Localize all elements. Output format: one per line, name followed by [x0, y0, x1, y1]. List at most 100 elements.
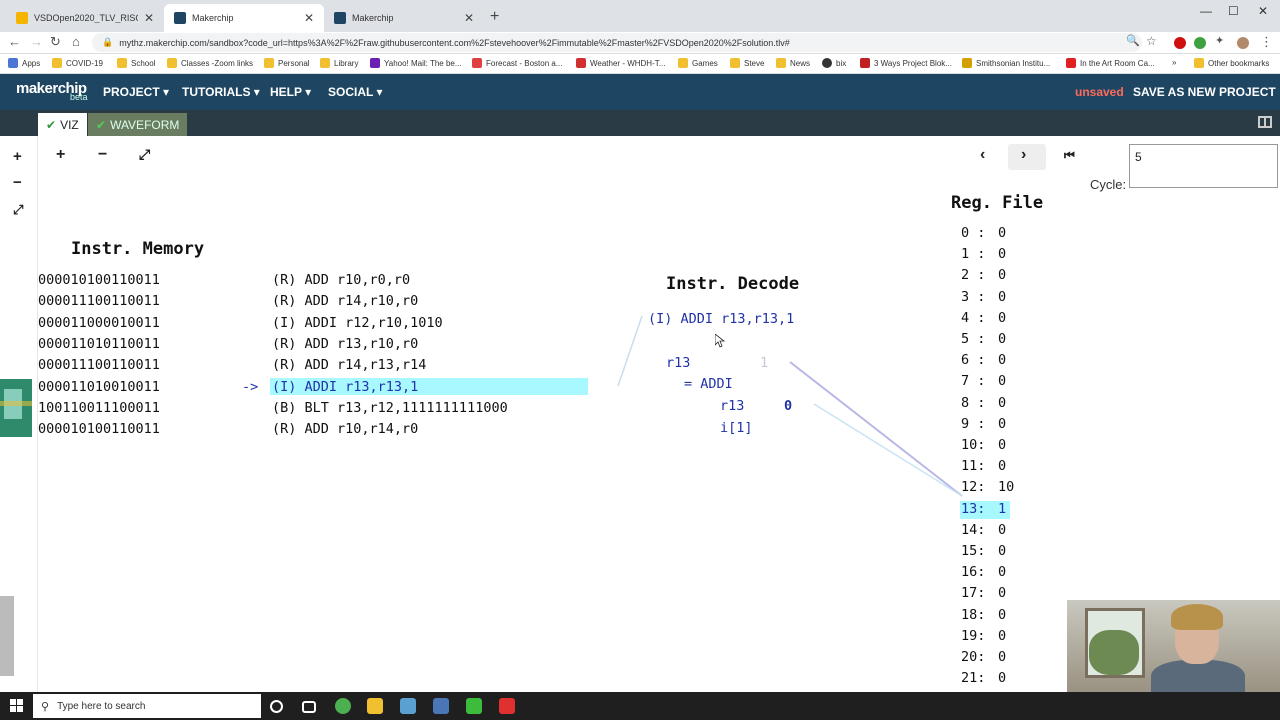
- minimap[interactable]: [0, 379, 32, 437]
- bookmark-item[interactable]: Apps: [8, 58, 40, 68]
- register-value: 10: [998, 479, 1015, 496]
- decode-wires: [617, 315, 963, 497]
- browser-tab-0[interactable]: VSDOpen2020_TLV_RISC-V_Tuto ✕: [6, 4, 164, 32]
- extension-icon[interactable]: [1194, 37, 1206, 49]
- extension-icon[interactable]: [1174, 37, 1186, 49]
- bookmark-item[interactable]: bix: [822, 58, 846, 68]
- folder-icon: [730, 58, 740, 68]
- side-panel-handle[interactable]: [0, 596, 14, 676]
- register-index: 20:: [961, 649, 986, 665]
- kebab-menu-icon[interactable]: ⋮: [1260, 34, 1273, 49]
- bookmark-item[interactable]: 3 Ways Project Blok...: [860, 58, 952, 68]
- bookmark-item[interactable]: Yahoo! Mail: The be...: [370, 58, 462, 68]
- menu-help[interactable]: HELP ▾: [270, 85, 312, 99]
- folder-icon: [678, 58, 688, 68]
- search-icon: ⚲: [41, 700, 50, 713]
- zoom-in-icon[interactable]: +: [13, 148, 22, 165]
- back-icon[interactable]: ←: [8, 34, 21, 49]
- register-value: 0: [998, 288, 1007, 305]
- register-value: 0: [998, 225, 1007, 241]
- close-icon[interactable]: ✕: [463, 11, 474, 25]
- makerchip-logo[interactable]: makerchip: [16, 80, 87, 97]
- forward-icon[interactable]: →: [30, 34, 43, 49]
- bookmark-item[interactable]: News: [776, 58, 810, 68]
- bookmark-item[interactable]: COVID-19: [52, 58, 103, 68]
- home-icon[interactable]: ⌂: [72, 34, 80, 49]
- bookmark-item[interactable]: Weather - WHDH-T...: [576, 58, 665, 68]
- save-as-new-project-button[interactable]: SAVE AS NEW PROJECT: [1133, 85, 1276, 99]
- tab-waveform[interactable]: ✔WAVEFORM: [88, 113, 188, 136]
- register-index: 10:: [961, 437, 986, 453]
- close-icon[interactable]: ✕: [143, 11, 154, 25]
- url-input[interactable]: 🔒 mythz.makerchip.com/sandbox?code_url=h…: [92, 33, 1142, 52]
- register-index: 12:: [961, 479, 986, 496]
- decode-dest-value: 1: [760, 355, 769, 371]
- menu-project[interactable]: PROJECT ▾: [103, 85, 170, 99]
- browser-tab-1[interactable]: Makerchip ✕: [164, 4, 324, 32]
- cortana-icon[interactable]: [270, 700, 283, 713]
- tab-viz[interactable]: ✔VIZ: [38, 113, 87, 136]
- browser-tab-bar: VSDOpen2020_TLV_RISC-V_Tuto ✕ Makerchip …: [0, 0, 1280, 32]
- url-text: mythz.makerchip.com/sandbox?code_url=htt…: [119, 37, 790, 48]
- bookmark-item[interactable]: Smithsonian Institu...: [962, 58, 1050, 68]
- zoom-in-button[interactable]: +: [56, 146, 66, 163]
- profile-avatar[interactable]: [1237, 37, 1249, 49]
- more-bookmarks-icon[interactable]: »: [1172, 58, 1177, 67]
- skip-start-icon[interactable]: ⏮: [1064, 148, 1075, 162]
- register-index: 3 :: [961, 288, 986, 305]
- smithsonian-icon: [962, 58, 972, 68]
- bookmark-item[interactable]: Games: [678, 58, 718, 68]
- task-view-icon[interactable]: [302, 701, 316, 713]
- browser-tab-2[interactable]: Makerchip ✕: [324, 4, 484, 32]
- imem-bits: 000010100110011: [38, 421, 160, 438]
- new-tab-icon[interactable]: +: [490, 8, 500, 25]
- makerchip-icon: [334, 12, 346, 24]
- fit-view-button[interactable]: ⤢: [139, 146, 151, 162]
- bookmark-item[interactable]: Personal: [264, 58, 310, 68]
- maximize-icon[interactable]: ☐: [1228, 4, 1239, 18]
- zoom-out-button[interactable]: −: [98, 146, 108, 163]
- star-icon[interactable]: ☆: [1146, 34, 1157, 48]
- chevron-right-icon[interactable]: ›: [1021, 146, 1027, 163]
- bookmark-item[interactable]: Library: [320, 58, 358, 68]
- fit-icon[interactable]: ⤢: [13, 202, 24, 217]
- app-icon[interactable]: [400, 698, 416, 714]
- register-value: 1: [998, 500, 1007, 517]
- maximize-pane-icon[interactable]: [1258, 116, 1272, 128]
- left-tool-strip: + − ⤢: [0, 136, 38, 692]
- puzzle-icon[interactable]: ✦: [1215, 35, 1225, 47]
- camtasia-green-icon[interactable]: [466, 698, 482, 714]
- bookmark-item[interactable]: Other bookmarks: [1194, 58, 1269, 68]
- zoom-out-icon[interactable]: −: [13, 174, 22, 191]
- bookmark-item[interactable]: Forecast - Boston a...: [472, 58, 562, 68]
- weather-icon: [576, 58, 586, 68]
- windows-start-icon[interactable]: [10, 699, 23, 712]
- register-index: 19:: [961, 627, 986, 644]
- taskbar-search-input[interactable]: ⚲ Type here to search: [33, 694, 261, 718]
- bookmark-item[interactable]: School: [117, 58, 155, 68]
- cycle-input[interactable]: 5: [1129, 144, 1278, 188]
- bookmark-item[interactable]: Steve: [730, 58, 764, 68]
- imem-asm: (I) ADDI r12,r10,1010: [272, 314, 443, 331]
- cycle-label: Cycle:: [1090, 177, 1127, 192]
- chrome-icon[interactable]: [335, 698, 351, 714]
- bookmark-item[interactable]: Classes -Zoom links: [167, 58, 253, 68]
- minimize-icon[interactable]: —: [1200, 4, 1212, 18]
- menu-social[interactable]: SOCIAL ▾: [328, 85, 383, 99]
- chevron-left-icon[interactable]: ‹: [980, 146, 986, 163]
- calculator-icon[interactable]: [433, 698, 449, 714]
- file-explorer-icon[interactable]: [367, 698, 383, 714]
- reload-icon[interactable]: ↻: [50, 34, 61, 49]
- camtasia-red-icon[interactable]: [499, 698, 515, 714]
- menu-tutorials[interactable]: TUTORIALS ▾: [182, 85, 260, 99]
- viz-tabs-row: ✔VIZ ✔WAVEFORM: [0, 110, 1280, 136]
- register-index: 8 :: [961, 394, 986, 411]
- viz-canvas[interactable]: + − ⤢ ‹ › ⏮ 5 Cycle: Instr. Memory 00001…: [38, 136, 1280, 692]
- bookmark-item[interactable]: In the Art Room Ca...: [1066, 58, 1155, 68]
- bookmark-icon: [860, 58, 870, 68]
- zoom-icon[interactable]: 🔍: [1126, 35, 1140, 47]
- folder-icon: [52, 58, 62, 68]
- wire: [617, 315, 643, 387]
- close-icon[interactable]: ✕: [303, 11, 314, 25]
- window-close-icon[interactable]: ✕: [1258, 4, 1269, 18]
